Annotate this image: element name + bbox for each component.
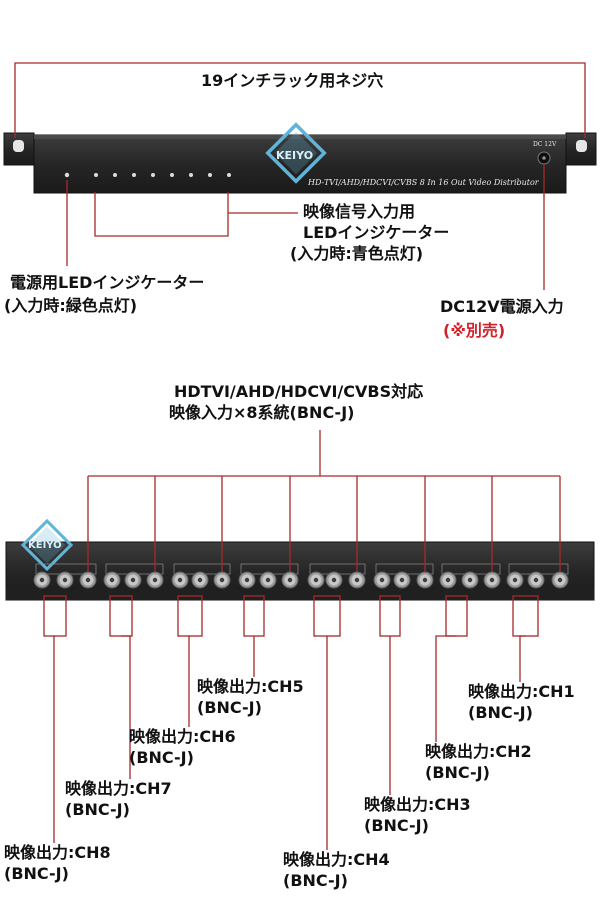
bnc-output-connector (103, 571, 121, 589)
screw-hole-label: 19インチラック用ネジ穴 (201, 71, 384, 90)
output-ch5-connector-label: (BNC-J) (197, 698, 262, 717)
bnc-connectors (33, 563, 569, 589)
bnc-output-connector (171, 571, 189, 589)
output-ch7-connector-label: (BNC-J) (65, 800, 130, 819)
rear-leaders (43, 430, 561, 850)
front-model-text: HD-TVI/AHD/HDCVI/CVBS 8 In 16 Out Video … (308, 178, 539, 187)
front-panel-top-bevel (34, 135, 566, 139)
output-ch5-label: 映像出力:CH5 (197, 677, 304, 696)
front-leaders (14, 62, 586, 290)
rear-input-label-line2: 映像入力×8系統(BNC-J) (169, 403, 355, 422)
bnc-output-connector (393, 571, 411, 589)
output-bracket-ch8 (43, 595, 67, 637)
screw-hole-right (576, 140, 587, 152)
output-ch3-connector-label: (BNC-J) (364, 816, 429, 835)
output-leader-ch8 (53, 635, 55, 843)
output-ch3-label: 映像出力:CH3 (364, 795, 471, 814)
input-led-label-line2: LEDインジケーター (303, 223, 450, 242)
output-ch7-label: 映像出力:CH7 (65, 779, 172, 798)
bnc-output-connector (238, 571, 256, 589)
power-led (64, 172, 70, 178)
output-bracket-ch5 (243, 595, 265, 637)
bnc-output-connector (307, 571, 325, 589)
input-led-label-line1: 映像信号入力用 (303, 202, 416, 221)
bnc-output-connector (506, 571, 524, 589)
input-led-2 (113, 173, 117, 177)
dc-input-label: DC12V電源入力 (440, 297, 564, 316)
output-bracket-ch3 (379, 595, 401, 637)
input-led-leader (94, 192, 229, 237)
output-ch1-connector-label: (BNC-J) (468, 703, 533, 722)
bnc-output-connector (527, 571, 545, 589)
rear-panel (5, 518, 595, 601)
bnc-output-connector (373, 571, 391, 589)
output-bracket-ch4 (313, 595, 341, 637)
output-ch8-label: 映像出力:CH8 (4, 843, 111, 862)
output-bracket-ch1 (512, 595, 539, 637)
bnc-input-connector (483, 571, 501, 589)
front-brand-logo: KEIYO (276, 149, 314, 162)
screw-leader (14, 62, 586, 138)
output-ch1-label: 映像出力:CH1 (468, 682, 575, 701)
output-bracket-ch6 (177, 595, 203, 637)
power-led-label-line1: 電源用LEDインジケーター (10, 273, 205, 292)
input-led-1 (94, 173, 98, 177)
output-ch2-connector-label: (BNC-J) (425, 763, 490, 782)
bnc-input-connector (146, 571, 164, 589)
output-bracket-ch7 (109, 595, 133, 637)
dc-power-jack-pin (542, 156, 546, 160)
power-led-label-line2: (入力時:緑色点灯) (4, 296, 138, 315)
bnc-input-connector (213, 571, 231, 589)
dc-sold-separately-note: (※別売) (443, 321, 506, 340)
output-leader-ch6 (188, 635, 190, 727)
rear-brand-logo: KEIYO (28, 540, 62, 551)
rear-input-label-line1: HDTVI/AHD/HDCVI/CVBS対応 (174, 382, 424, 401)
output-ch2-label: 映像出力:CH2 (425, 742, 532, 761)
screw-hole-left (13, 140, 24, 152)
bnc-output-connector (439, 571, 457, 589)
bnc-input-connector (281, 571, 299, 589)
front-panel (3, 122, 597, 194)
output-leader-ch2 (435, 635, 457, 742)
output-leader-ch7 (121, 635, 131, 779)
output-ch6-connector-label: (BNC-J) (129, 748, 194, 767)
bnc-output-connector (33, 571, 51, 589)
output-bracket-ch2 (445, 595, 468, 637)
front-logo-icon (265, 122, 327, 184)
output-leader-ch1 (519, 635, 526, 682)
bnc-output-connector (124, 571, 142, 589)
output-ch6-label: 映像出力:CH6 (129, 727, 236, 746)
bnc-output-connector (191, 571, 209, 589)
bnc-output-connector (325, 571, 343, 589)
bnc-input-connector (79, 571, 97, 589)
input-led-7 (208, 173, 212, 177)
input-led-4 (151, 173, 155, 177)
bnc-output-connector (56, 571, 74, 589)
bnc-input-connector (348, 571, 366, 589)
output-ch4-label: 映像出力:CH4 (283, 850, 390, 869)
input-led-6 (189, 173, 193, 177)
input-led-label-line3: (入力時:青色点灯) (290, 244, 424, 263)
bnc-output-connector (259, 571, 277, 589)
input-led-3 (132, 173, 136, 177)
output-ch4-connector-label: (BNC-J) (283, 871, 348, 890)
input-led-8 (227, 173, 231, 177)
dc-panel-text: DC 12V (533, 141, 557, 148)
bnc-input-connector (551, 571, 569, 589)
input-led-5 (170, 173, 174, 177)
bnc-input-connector (416, 571, 434, 589)
rear-panel-bottom-bevel (6, 588, 594, 600)
bnc-output-connector (461, 571, 479, 589)
output-ch8-connector-label: (BNC-J) (4, 864, 69, 883)
rear-logo-icon (20, 518, 74, 572)
